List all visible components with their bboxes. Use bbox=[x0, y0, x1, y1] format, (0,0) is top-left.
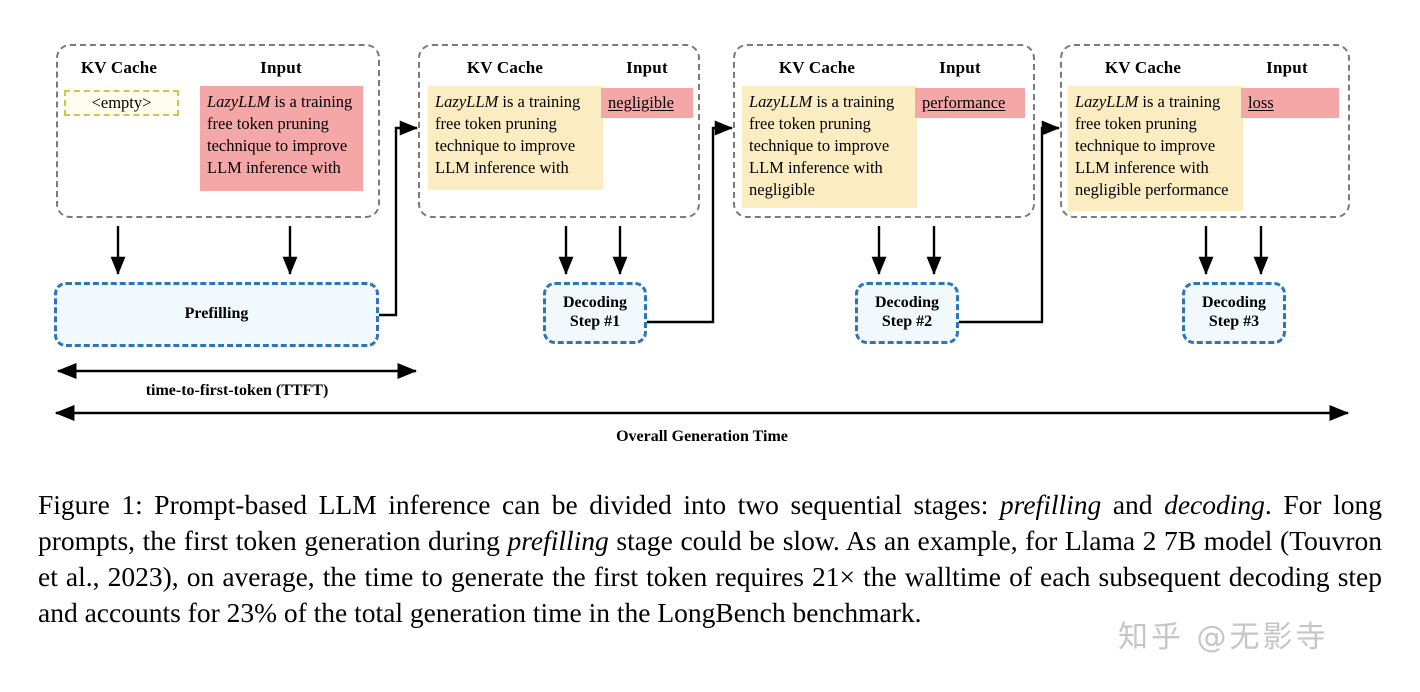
panel-decode-2-kv-cache-title: KV Cache bbox=[778, 58, 856, 77]
caption-em-prefilling-2: prefilling bbox=[507, 525, 609, 557]
panel-decode-3-input-token: loss bbox=[1248, 93, 1274, 112]
stage-prefilling: Prefilling bbox=[54, 282, 379, 347]
stage-decoding-1-line1: Decoding bbox=[563, 294, 627, 312]
stage-decoding-3-label: Decoding Step #3 bbox=[1202, 294, 1266, 332]
panel-prefill-kv-empty-label: <empty> bbox=[91, 93, 152, 112]
panel-decode-2-kv-text: LazyLLM is a training free token pruning… bbox=[742, 86, 917, 208]
overall-generation-time-label: Overall Generation Time bbox=[616, 428, 788, 445]
panel-decode-1-kv-cache-title: KV Cache bbox=[466, 58, 544, 77]
caption-em-prefilling-1: prefilling bbox=[999, 489, 1102, 520]
panel-decode-2-input-text: performance bbox=[915, 88, 1025, 118]
panel-decode-1-kv-italic: LazyLLM bbox=[435, 92, 499, 111]
panel-decode-3-kv-cache-title: KV Cache bbox=[1104, 58, 1182, 77]
panel-decode-2-kv-italic: LazyLLM bbox=[749, 92, 813, 111]
arrow-prefilling-to-panel-decode-1 bbox=[379, 120, 418, 317]
caption-part-1: Prompt-based LLM inference can be divide… bbox=[142, 489, 1000, 520]
panel-decode-3-kv-italic: LazyLLM bbox=[1075, 92, 1139, 111]
stage-decoding-2: Decoding Step #2 bbox=[855, 282, 959, 344]
panel-prefill-kv-cache-title: KV Cache bbox=[80, 58, 158, 77]
panel-decode-1-input-token: negligible bbox=[608, 93, 674, 112]
panel-decode-3-kv-body: is a training free token pruning techniq… bbox=[1075, 92, 1229, 199]
stage-decoding-1-label: Decoding Step #1 bbox=[563, 294, 627, 332]
stage-decoding-2-line1: Decoding bbox=[875, 294, 939, 312]
panel-decode-1-input-title: Input bbox=[626, 58, 668, 77]
caption-em-decoding: decoding bbox=[1164, 489, 1265, 520]
panel-decode-1-kv-body: is a training free token pruning techniq… bbox=[435, 92, 581, 177]
panel-decode-2-input-token: performance bbox=[922, 93, 1006, 112]
stage-prefilling-label: Prefilling bbox=[184, 305, 249, 323]
panel-decode-3-input-text: loss bbox=[1241, 88, 1339, 118]
caption-figure-label: Figure 1: bbox=[38, 489, 143, 520]
panel-prefill-input-title: Input bbox=[260, 58, 302, 77]
panel-decode-1-input-text: negligible bbox=[601, 88, 693, 118]
figure-caption: Figure 1: Prompt-based LLM inference can… bbox=[38, 487, 1382, 632]
panel-prefill-kv-empty-box: <empty> bbox=[64, 90, 179, 116]
caption-part-2: and bbox=[1101, 489, 1165, 520]
stage-decoding-1-line2: Step #1 bbox=[569, 313, 621, 330]
stage-decoding-3-line2: Step #3 bbox=[1208, 313, 1260, 330]
caption-part-4: stage could be slow. As an example, for … bbox=[38, 525, 1382, 629]
stage-decoding-1: Decoding Step #1 bbox=[543, 282, 647, 344]
stage-decoding-3-line1: Decoding bbox=[1202, 294, 1266, 312]
panel-prefill-input-text: LazyLLM is a training free token pruning… bbox=[200, 86, 363, 191]
caption-part-3: . For long prompts, the first token gene… bbox=[38, 489, 1382, 557]
panel-decode-2-input-title: Input bbox=[939, 58, 981, 77]
panel-decode-3-kv-text: LazyLLM is a training free token pruning… bbox=[1068, 86, 1243, 211]
stage-decoding-2-line2: Step #2 bbox=[881, 313, 933, 330]
panel-prefill-input-body: is a training free token pruning techniq… bbox=[207, 92, 353, 177]
panel-decode-3-input-title: Input bbox=[1266, 58, 1308, 77]
panel-prefill-input-italic: LazyLLM bbox=[207, 92, 271, 111]
stage-decoding-2-label: Decoding Step #2 bbox=[875, 294, 939, 332]
stage-decoding-3: Decoding Step #3 bbox=[1182, 282, 1286, 344]
ttft-label: time-to-first-token (TTFT) bbox=[145, 382, 329, 399]
panel-decode-1-kv-text: LazyLLM is a training free token pruning… bbox=[428, 86, 603, 190]
panel-decode-2-kv-body: is a training free token pruning techniq… bbox=[749, 92, 895, 199]
